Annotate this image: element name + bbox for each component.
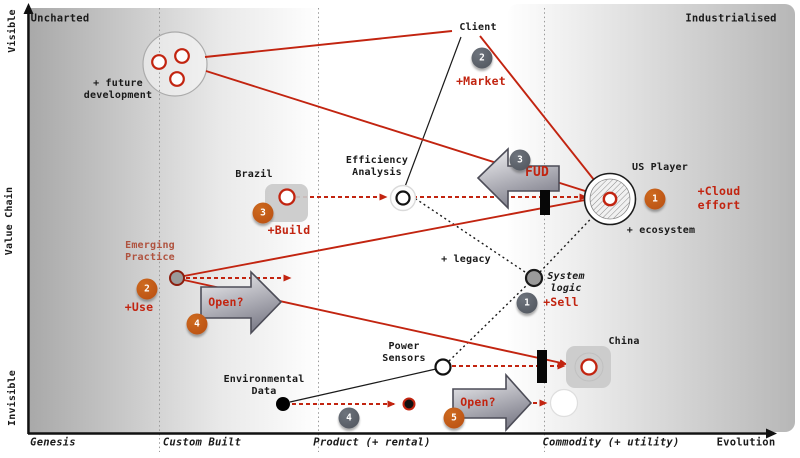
- evolution-axis-arrow: [766, 428, 777, 439]
- environmental-data-moved-node: [402, 397, 416, 411]
- efficiency-node: [395, 190, 411, 206]
- value-chain-axis-arrow: [23, 3, 34, 14]
- china-node: [580, 358, 598, 376]
- environmental-data-label: Environmental Data: [223, 374, 305, 397]
- edge-emerging-usplayer: [183, 196, 602, 277]
- badge-fud: 3: [509, 149, 531, 171]
- edge-efficiency-systemlogic: [406, 192, 529, 275]
- fud-annotation: FUD: [524, 165, 550, 181]
- edge-powersensors-systemlogic: [448, 282, 530, 362]
- badge-open-custom: 4: [186, 313, 208, 335]
- edge-cluster-client: [204, 30, 453, 58]
- us-player-label: US Player: [632, 162, 688, 173]
- cluster-subnodes: [151, 48, 190, 87]
- stage-genesis-label: Genesis: [30, 436, 76, 449]
- open-arrow-commodity: [452, 372, 533, 433]
- edge-client-usplayer: [479, 35, 607, 196]
- badge-use: 2: [136, 278, 158, 300]
- brazil-node: [278, 188, 296, 206]
- stage-custom-built-label: Custom Built: [162, 436, 242, 449]
- build-annotation: +Build: [267, 223, 311, 238]
- uncharted-label: Uncharted: [30, 12, 90, 25]
- badge-cloud-effort: 1: [644, 188, 666, 210]
- industrialised-label: Industrialised: [685, 12, 777, 25]
- use-annotation: +Use: [124, 300, 154, 315]
- open-custom-annotation: Open?: [208, 295, 244, 310]
- ecosystem-label: + ecosystem: [626, 225, 696, 236]
- system-logic-label: System logic: [547, 271, 585, 294]
- edge-client-efficiency: [402, 36, 462, 193]
- badge-open-commodity: 5: [443, 407, 465, 429]
- stage-product-label: Product (+ rental): [313, 436, 431, 449]
- china-label: China: [608, 336, 640, 347]
- axes: [23, 3, 777, 439]
- china-halo: [574, 352, 604, 382]
- system-logic-node: [524, 268, 544, 288]
- efficiency-analysis-label: Efficiency Analysis: [345, 155, 409, 178]
- barrier-bar-bottom: [537, 350, 547, 383]
- fud-arrow: [476, 147, 560, 210]
- cloud-effort-annotation: +Cloud effort: [697, 184, 741, 212]
- evolution-label: Evolution: [716, 436, 776, 449]
- power-sensors-label: Power Sensors: [382, 341, 426, 364]
- open-commodity-annotation: Open?: [460, 395, 496, 410]
- client-label: Client: [459, 22, 497, 33]
- edge-systemlogic-usplayer: [539, 204, 605, 273]
- badge-sell: 1: [516, 292, 538, 314]
- legacy-label: + legacy: [441, 254, 491, 265]
- future-development-label: + future development: [83, 78, 153, 101]
- emerging-practice-label: Emerging Practice: [125, 240, 175, 263]
- ghost-target-node: [549, 388, 579, 418]
- invisible-axis-label: Invisible: [7, 370, 18, 426]
- brazil-label: Brazil: [235, 169, 273, 180]
- badge-market: 2: [471, 47, 493, 69]
- open-arrow-custom: [200, 270, 283, 335]
- environmental-data-node: [276, 397, 290, 411]
- badge-build: 3: [252, 202, 274, 224]
- badge-environmental-data: 4: [338, 407, 360, 429]
- market-annotation: +Market: [456, 74, 506, 89]
- industrialised-gradient: [508, 4, 795, 432]
- value-chain-axis-label: Value Chain: [4, 186, 15, 256]
- usplayer-node: [602, 191, 618, 207]
- emerging-practice-node: [169, 270, 185, 286]
- barrier-bar-top: [540, 190, 550, 215]
- stage-commodity-label: Commodity (+ utility): [542, 436, 680, 449]
- sell-annotation: +Sell: [543, 295, 579, 310]
- edge-envdata-powersensors: [289, 368, 437, 403]
- visible-axis-label: Visible: [7, 9, 18, 53]
- power-sensors-node: [434, 358, 452, 376]
